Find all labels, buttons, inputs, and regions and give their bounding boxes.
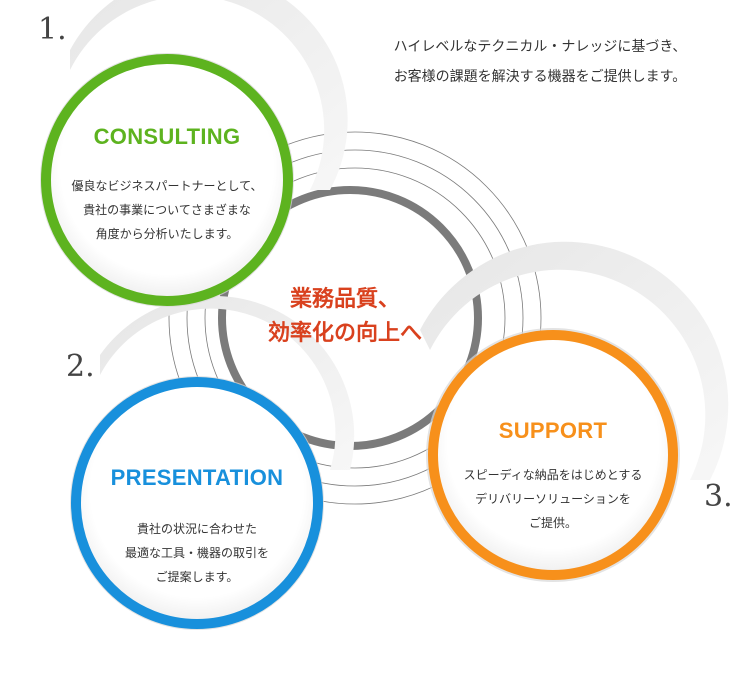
step-number-1: 1.: [38, 12, 67, 47]
step-number-3: 3.: [704, 479, 733, 514]
consulting-ring: [41, 54, 293, 306]
support-description-line: ご提供。: [528, 516, 577, 530]
center-line: 効率化の向上へ: [267, 320, 422, 345]
presentation-ring: [71, 377, 323, 629]
support-circle: [426, 328, 680, 582]
presentation-description: 貴社の状況に合わせた 最適な工具・機器の取引を ご提案します。: [77, 517, 317, 589]
support-title: SUPPORT: [498, 418, 608, 443]
consulting-swoosh: [70, 0, 348, 190]
presentation-circle: [70, 376, 324, 630]
intro-text: ハイレベルなテクニカル・ナレッジに基づき、 お客様の課題を解決する機器をご提供し…: [350, 32, 730, 92]
presentation-description-line: 最適な工具・機器の取引を: [124, 546, 269, 560]
consulting-title: CONSULTING: [93, 124, 241, 149]
background-ring: [186, 149, 524, 487]
consulting-description-line: 角度から分析いたします。: [95, 227, 239, 241]
intro-line: ハイレベルなテクニカル・ナレッジに基づき、: [393, 39, 687, 55]
presentation-description-line: ご提案します。: [155, 570, 239, 584]
background-ring: [168, 131, 542, 505]
support-ring: [428, 330, 678, 580]
consulting-circle: [40, 53, 294, 307]
consulting-description-line: 貴社の事業についてさまざまな: [83, 203, 251, 217]
center-message: 業務品質、 効率化の向上へ: [245, 282, 445, 350]
presentation-description-line: 貴社の状況に合わせた: [136, 522, 257, 536]
presentation-title: PRESENTATION: [110, 465, 284, 490]
support-swoosh: [420, 241, 729, 480]
consulting-description: 優良なビジネスパートナーとして、 貴社の事業についてさまざまな 角度から分析いた…: [47, 174, 287, 246]
background-rings: [168, 131, 542, 505]
support-description: スピーディな納品をはじめとする デリバリーソリューションを ご提供。: [433, 463, 673, 535]
support-description-line: スピーディな納品をはじめとする: [463, 468, 643, 482]
step-number-2: 2.: [66, 349, 95, 384]
consulting-description-line: 優良なビジネスパートナーとして、: [71, 179, 263, 193]
center-line: 業務品質、: [289, 286, 400, 311]
background-ring: [204, 167, 506, 469]
intro-line: お客様の課題を解決する機器をご提供します。: [393, 69, 687, 85]
support-description-line: デリバリーソリューションを: [475, 492, 631, 506]
